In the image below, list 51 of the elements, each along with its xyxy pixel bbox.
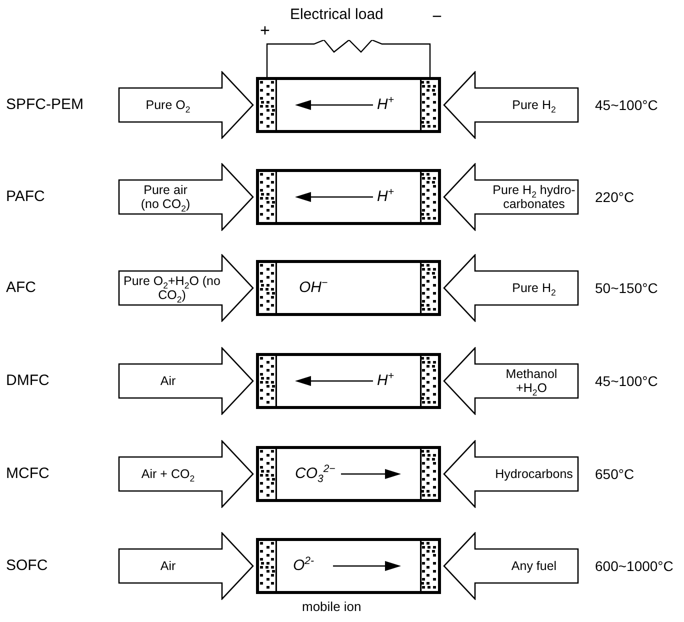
block-arrow xyxy=(118,347,254,415)
edge-label: Air + CO$_{2}$ xyxy=(140,466,196,486)
temperature-label: 45~100°C xyxy=(595,96,658,114)
cell-type-label: MCFC xyxy=(6,465,50,483)
block-arrow xyxy=(118,254,254,322)
fuel-cell-box xyxy=(256,77,441,133)
fuel-cell-box xyxy=(256,353,441,409)
cell-type-label: SOFC xyxy=(6,557,48,575)
cell-type-label: SPFC-PEM xyxy=(6,96,84,114)
block-arrow xyxy=(118,532,254,600)
edge-label: Pure H$_{2}$ xyxy=(511,97,557,116)
fuel-cell-box xyxy=(256,169,441,225)
ion-label: H$^{+}$ xyxy=(377,188,394,206)
block-arrow xyxy=(118,440,254,508)
edge-label: Pure H$_{2}$ hydro- carbonates xyxy=(492,182,576,213)
polarity-sign: − xyxy=(432,8,442,26)
load-label: Electrical load xyxy=(290,6,384,24)
edge-label: Pure O$_{2}$+H$_{2}$O (no CO$_{2}$) xyxy=(122,273,222,305)
fuel-cell-box xyxy=(256,260,441,316)
ion-label: H$^{+}$ xyxy=(377,372,394,390)
temperature-label: 600~1000°C xyxy=(595,557,674,575)
block-arrow xyxy=(118,71,254,139)
block-arrow xyxy=(443,163,579,231)
edge-label: Pure air (no CO$_{2}$) xyxy=(140,182,192,214)
ion-label: OH$^{−}$ xyxy=(299,279,328,297)
fuel-cell-box xyxy=(256,446,441,502)
temperature-label: 220°C xyxy=(595,188,634,206)
block-arrow xyxy=(443,71,579,139)
block-arrow xyxy=(443,440,579,508)
fuel-cell-box xyxy=(256,538,441,594)
ion-label: O$^{2-}$ xyxy=(293,557,314,575)
edge-label: Pure H$_{2}$ xyxy=(511,280,557,300)
ion-label: H$^{+}$ xyxy=(377,96,394,114)
block-arrow xyxy=(443,347,579,415)
edge-label: Air xyxy=(159,558,177,575)
edge-label: Any fuel xyxy=(510,558,558,575)
edge-label: Pure O$_{2}$ xyxy=(144,97,192,116)
cell-type-label: AFC xyxy=(6,279,36,297)
block-arrow xyxy=(118,163,254,231)
edge-label: Air xyxy=(159,373,177,390)
block-arrow xyxy=(443,532,579,600)
temperature-label: 650°C xyxy=(595,465,634,483)
cell-type-label: PAFC xyxy=(6,188,45,206)
temperature-label: 50~150°C xyxy=(595,279,658,297)
cell-type-label: DMFC xyxy=(6,372,50,390)
temperature-label: 45~100°C xyxy=(595,372,658,390)
edge-label: Methanol +H$_{2}$O xyxy=(504,366,558,398)
edge-label: Hydrocarbons xyxy=(494,466,574,483)
mobile-ion-label: mobile ion xyxy=(302,598,362,616)
block-arrow xyxy=(443,254,579,322)
polarity-sign: + xyxy=(260,22,270,40)
